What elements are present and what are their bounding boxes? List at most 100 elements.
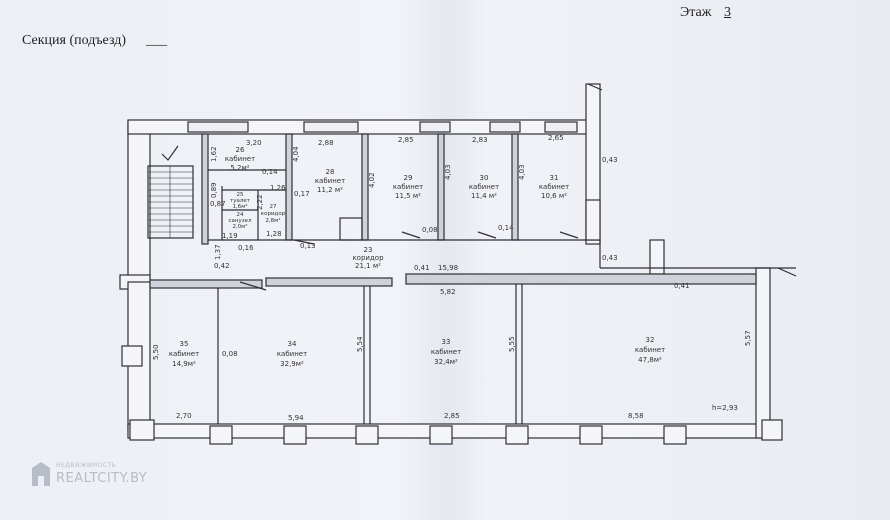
dim-label: 4,03 — [518, 164, 526, 180]
room-27-type: коридор — [261, 211, 286, 217]
window — [419, 121, 451, 133]
room-34-area: 32,9м² — [280, 360, 304, 368]
room-29-area: 11,5 м² — [395, 192, 421, 200]
door-swing — [293, 239, 315, 245]
dim-label: 0,41 — [414, 264, 430, 272]
dim-label: 4,02 — [368, 172, 376, 188]
room-33-area: 32,4м² — [434, 358, 458, 366]
dim-label: 0,08 — [422, 226, 438, 234]
partition — [405, 273, 757, 285]
room-24-num: 24 — [237, 212, 244, 218]
partition — [265, 277, 393, 287]
dim-label: 5,82 — [440, 288, 456, 296]
dim-label: 0,13 — [300, 242, 316, 250]
section-label: Секция (подъезд) — [22, 33, 127, 48]
section-blank: ___ — [146, 33, 167, 48]
room-35-type: кабинет — [169, 350, 199, 358]
floor-label: Этаж — [680, 5, 712, 20]
room-26-type: кабинет — [225, 155, 255, 163]
room-31-num: 31 — [550, 174, 559, 182]
room-26-num: 26 — [236, 146, 245, 154]
room-33-num: 33 — [442, 338, 451, 346]
room-27-num: 27 — [270, 204, 277, 210]
pier — [663, 425, 687, 445]
dim-label: 2,85 — [444, 412, 460, 420]
dim-label: 0,14 — [262, 168, 278, 176]
dim-label: 0,41 — [674, 282, 690, 290]
pier — [283, 425, 307, 445]
room-25-num: 25 — [237, 192, 244, 198]
room-29-type: кабинет — [393, 183, 423, 191]
pier — [761, 419, 783, 441]
room-35-num: 35 — [180, 340, 189, 348]
room-32-type: кабинет — [635, 346, 665, 354]
dim-label: 0,43 — [602, 254, 618, 262]
dim-label: 3,20 — [246, 139, 262, 147]
realtcity-logo-icon — [32, 462, 50, 486]
dim-label: 0,14 — [498, 224, 514, 232]
wall-break — [777, 267, 797, 277]
room-25-area: 1,6м² — [232, 203, 247, 210]
door-swing — [401, 231, 421, 239]
dim-label: 5,57 — [744, 330, 752, 346]
door-swing — [559, 231, 579, 239]
room-34-type: кабинет — [277, 350, 307, 358]
room-24-area: 2,0м² — [232, 223, 247, 230]
dim-label: 2,85 — [398, 136, 414, 144]
watermark-brand: REALTCITY.BY — [56, 471, 148, 486]
dim-label: h=2,93 — [712, 404, 738, 412]
dim-label: 2,65 — [548, 134, 564, 142]
dim-label: 5,50 — [152, 344, 160, 360]
dim-label: 2,88 — [318, 139, 334, 147]
dim-label: 0,08 — [222, 350, 238, 358]
dim-label: 4,03 — [444, 164, 452, 180]
door-swing — [239, 281, 267, 291]
dim-label: 1,26 — [270, 184, 286, 192]
room-35-area: 14,9м² — [172, 360, 196, 368]
room-23-type: коридор — [352, 254, 384, 262]
pier — [579, 425, 603, 445]
watermark-small-text: НЕДВИЖИМОСТЬ — [56, 462, 117, 469]
pier — [429, 425, 453, 445]
window — [303, 121, 359, 133]
window — [187, 121, 249, 133]
dim-label: 0,89 — [210, 182, 218, 198]
wall — [585, 199, 601, 241]
pier — [129, 419, 155, 441]
left-wall-upper — [127, 121, 151, 283]
room-31-area: 10,6 м² — [541, 192, 567, 200]
room-32-num: 32 — [646, 336, 655, 344]
window — [544, 121, 578, 133]
room-28-type: кабинет — [315, 177, 345, 185]
room-34-num: 34 — [288, 340, 297, 348]
pier — [355, 425, 379, 445]
dim-label: 15,98 — [438, 264, 458, 272]
pier — [121, 345, 143, 367]
pier — [209, 425, 233, 445]
room-27-area: 2,8м² — [265, 217, 280, 224]
room-25-type: туалет — [230, 198, 251, 204]
dim-label: 1,37 — [214, 244, 222, 260]
stair-wall — [201, 133, 209, 245]
dim-label: 0,17 — [294, 190, 310, 198]
dim-label: 0,87 — [210, 200, 226, 208]
room-24-type: санузел — [228, 218, 252, 224]
dim-label: 0,16 — [238, 244, 254, 252]
door-swing — [477, 231, 497, 239]
wall — [649, 239, 665, 275]
room-28-num: 28 — [326, 168, 335, 176]
dim-label: 5,55 — [508, 336, 516, 352]
room-30-type: кабинет — [469, 183, 499, 191]
dim-label: 2,22 — [256, 194, 264, 210]
dim-label: 0,43 — [602, 156, 618, 164]
dim-label: 1,28 — [266, 230, 282, 238]
room-31-type: кабинет — [539, 183, 569, 191]
window — [489, 121, 521, 133]
dim-label: 0,42 — [214, 262, 230, 270]
partition — [149, 279, 263, 289]
room-29-num: 29 — [404, 174, 413, 182]
dim-label: 5,94 — [288, 414, 304, 422]
dim-label: 8,58 — [628, 412, 644, 420]
room-23-num: 23 — [364, 246, 373, 254]
